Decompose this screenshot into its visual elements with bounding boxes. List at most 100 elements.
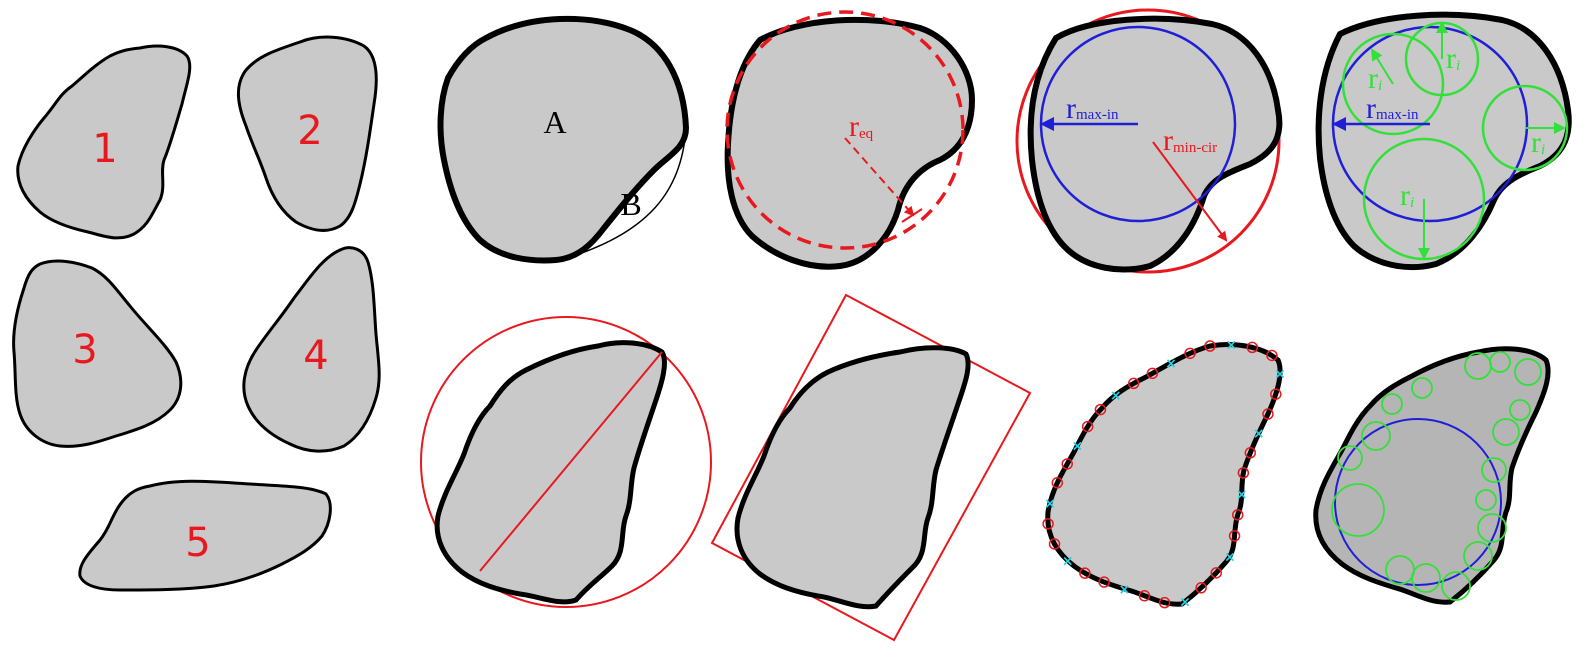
local-curvature-circle bbox=[1475, 489, 1497, 511]
r-eq-symbol: r bbox=[849, 110, 859, 143]
ri-arrow-1 bbox=[1370, 48, 1394, 85]
boundary-circle-marker bbox=[1081, 420, 1094, 433]
boundary-circle-marker bbox=[1048, 538, 1061, 550]
roundness-panel: ri ri ri ri rmax-in bbox=[1315, 11, 1572, 271]
local-curvature-circle bbox=[1492, 418, 1520, 446]
boundary-cross-marker: × bbox=[1225, 338, 1237, 354]
local-curvature-circle bbox=[1489, 351, 1511, 373]
boundary-cross-marker: × bbox=[1253, 426, 1265, 442]
particle-2-label: 2 bbox=[297, 108, 322, 154]
rd-particle-outline bbox=[1315, 11, 1572, 271]
boundary-cross-marker: × bbox=[1110, 388, 1122, 404]
boundary-circle-marker bbox=[1266, 349, 1278, 362]
ri-label-3-subscript: i bbox=[1541, 142, 1545, 158]
boundary-cross-marker: × bbox=[1179, 595, 1191, 611]
boundary-cross-marker: × bbox=[1236, 487, 1248, 503]
boundary-circle-marker bbox=[1138, 590, 1151, 602]
boundary-cross-marker: × bbox=[1165, 356, 1177, 372]
local-curvature-circle bbox=[1385, 555, 1415, 585]
corner-circle-3 bbox=[1481, 84, 1569, 172]
r-min-cir-symbol: r bbox=[1163, 124, 1173, 157]
rd-r-max-in-label: rmax-in bbox=[1366, 92, 1419, 125]
local-curvature-circle bbox=[1481, 457, 1507, 483]
boundary-circle-marker bbox=[1195, 582, 1207, 594]
boundary-circle-marker bbox=[1246, 341, 1259, 354]
boundary-circle-marker bbox=[1270, 388, 1282, 400]
rd-r-max-in-symbol: r bbox=[1366, 92, 1376, 125]
particle-5: 5 bbox=[78, 479, 332, 592]
local-curvature-circle bbox=[1411, 377, 1433, 399]
boundary-cross-marker: × bbox=[1062, 554, 1074, 570]
circumscribing-circle bbox=[420, 316, 712, 608]
boundary-circle-marker bbox=[1204, 340, 1216, 352]
local-curvature-circles bbox=[1331, 351, 1542, 601]
boundary-circle-marker bbox=[1228, 530, 1241, 542]
local-curvature-circle bbox=[1441, 571, 1471, 601]
boundary-cross-marker: × bbox=[1224, 549, 1236, 565]
boundary-cross-marker: × bbox=[1072, 438, 1084, 454]
boundary-circle-marker bbox=[1231, 509, 1244, 521]
boundary-points-panel: × × × × × × × × × × × × bbox=[1042, 338, 1286, 611]
r-eq-subscript: eq bbox=[859, 126, 874, 142]
local-curvature-circle bbox=[1509, 399, 1531, 421]
boundary-circle-marker bbox=[1237, 467, 1250, 479]
equivalent-circle-panel: req bbox=[724, 10, 976, 270]
particle-5-label: 5 bbox=[185, 520, 210, 566]
local-curvature-circle bbox=[1477, 513, 1507, 543]
ri-label-4: ri bbox=[1400, 179, 1414, 212]
boundary-cross-marker: × bbox=[1044, 496, 1056, 512]
boundary-circle-marker bbox=[1042, 518, 1054, 530]
boundary-circle-marker bbox=[1127, 377, 1140, 390]
ri-label-2: ri bbox=[1446, 42, 1460, 75]
particle-2: 2 bbox=[237, 35, 378, 232]
ri-label-4-subscript: i bbox=[1410, 195, 1414, 211]
ri-label-1: ri bbox=[1368, 62, 1382, 95]
boundary-cross-marker: × bbox=[1274, 366, 1286, 382]
convexity-panel: A B bbox=[437, 15, 690, 264]
particle-1: 1 bbox=[16, 44, 192, 240]
particle-4-outline bbox=[242, 246, 381, 453]
bounding-rectangle-panel bbox=[710, 293, 1032, 642]
boundary-circle-marker bbox=[1244, 447, 1257, 459]
r-min-cir-arrow bbox=[1152, 141, 1228, 242]
br-particle-outline bbox=[734, 345, 971, 610]
rd-r-max-in-subscript: max-in bbox=[1376, 107, 1419, 123]
ri-label-3-symbol: r bbox=[1531, 126, 1541, 159]
boundary-circle-marker bbox=[1061, 458, 1073, 470]
boundary-circle-marker bbox=[1262, 408, 1274, 420]
local-curvature-circle bbox=[1463, 541, 1493, 571]
boundary-circle-marker bbox=[1184, 347, 1196, 360]
ri-label-1-subscript: i bbox=[1378, 78, 1382, 94]
particle-4-label: 4 bbox=[303, 333, 328, 379]
local-curvature-circle bbox=[1381, 393, 1403, 415]
boundary-point-markers: × × × × × × × × × × × × bbox=[1042, 338, 1286, 611]
boundary-circle-marker bbox=[1094, 403, 1107, 416]
bp-particle-outline bbox=[1045, 342, 1283, 607]
r-max-in-subscript: max-in bbox=[1076, 107, 1119, 123]
boundary-circle-marker bbox=[1210, 567, 1223, 579]
particle-3-outline bbox=[12, 259, 183, 448]
area-label-b: B bbox=[620, 186, 641, 222]
max-in-min-cir-panel: rmax-in rmin-cir bbox=[1015, 8, 1283, 274]
boundary-circle-marker bbox=[1158, 596, 1171, 609]
bl-particle-outline bbox=[434, 340, 667, 605]
boundary-circle-marker bbox=[1079, 567, 1091, 579]
particle-1-outline bbox=[16, 44, 192, 240]
particle-4: 4 bbox=[242, 246, 381, 453]
r-eq-arrow bbox=[844, 137, 915, 217]
corner-circle-1 bbox=[1341, 32, 1445, 136]
circumscribed-diameter-panel bbox=[420, 316, 712, 608]
boundary-cross-marker: × bbox=[1118, 582, 1130, 598]
particle-2-outline bbox=[237, 35, 378, 232]
lc-particle-outline bbox=[1313, 346, 1551, 605]
particle-5-outline bbox=[78, 479, 332, 592]
ri-label-2-subscript: i bbox=[1456, 58, 1460, 74]
boundary-circle-marker bbox=[1146, 367, 1159, 380]
equivalent-circle bbox=[725, 10, 965, 250]
r-max-in-symbol: r bbox=[1066, 92, 1076, 125]
local-curvature-circle bbox=[1331, 483, 1385, 537]
particle-1-label: 1 bbox=[92, 126, 117, 172]
min-circumscribed-circle bbox=[1015, 8, 1281, 274]
